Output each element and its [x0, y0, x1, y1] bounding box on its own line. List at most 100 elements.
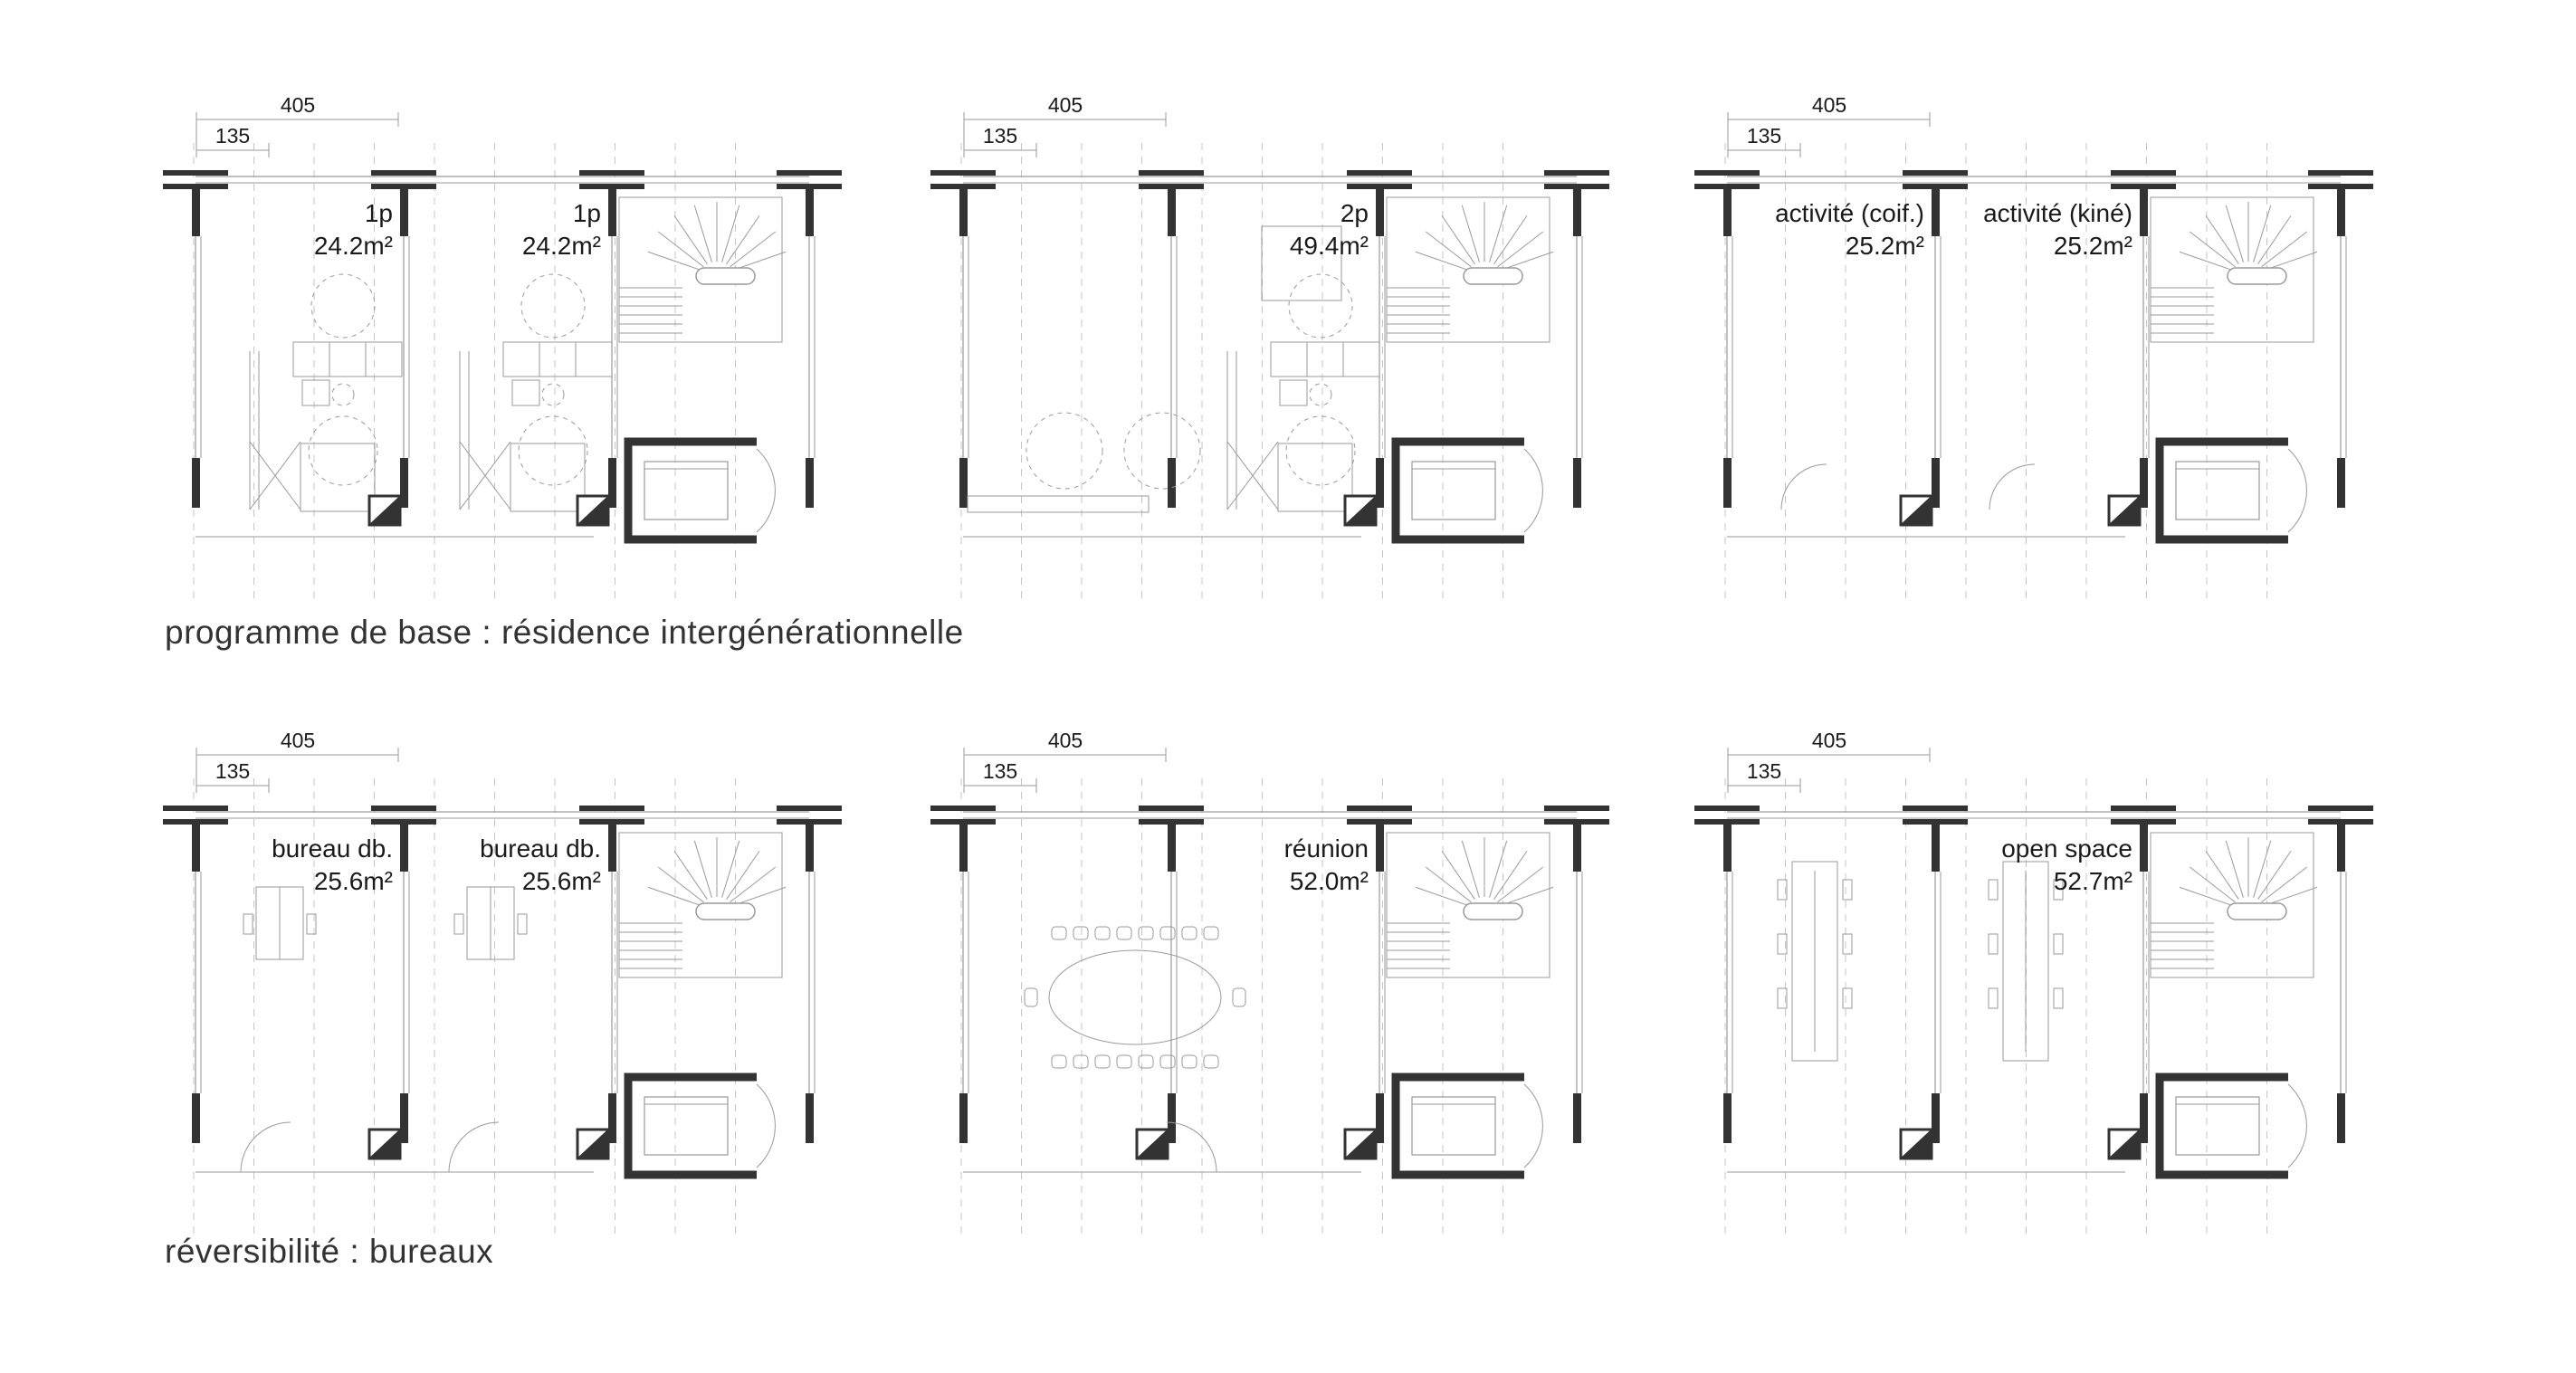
lift-cabin: [2175, 1096, 2260, 1156]
sink: [1279, 379, 1308, 406]
chair: [2053, 933, 2064, 955]
washbasin: [1309, 383, 1332, 406]
column-stub: [2140, 825, 2148, 872]
bed: [1261, 225, 1342, 301]
lift-core: [624, 1073, 776, 1179]
pier-cap: [371, 170, 436, 176]
stair-tread: [2189, 866, 2236, 903]
turning-circle: [1285, 415, 1356, 486]
stair-tread: [2225, 840, 2244, 898]
shaft-triangle: [1137, 1130, 1167, 1158]
pier-cap: [930, 170, 996, 176]
dimension-total: 405: [281, 729, 315, 752]
chair: [1073, 1054, 1089, 1069]
pier-cap: [163, 170, 228, 176]
staircase: [1386, 196, 1554, 343]
stair-tread: [2205, 850, 2239, 900]
staircase: [1386, 832, 1554, 978]
chair: [1073, 926, 1089, 940]
chair: [1024, 987, 1038, 1007]
lift-door-swing: [1523, 448, 1543, 533]
pier-cap: [1544, 170, 1609, 176]
pier-cap: [1139, 819, 1204, 825]
pier-cap: [1347, 184, 1412, 189]
chair: [1051, 926, 1067, 940]
column-stub: [806, 825, 814, 872]
service-shaft: [367, 494, 402, 527]
room-area: 24.2m²: [314, 232, 393, 260]
pier-cap: [1694, 170, 1760, 176]
dimension-partial: 135: [215, 759, 250, 783]
pier-cap: [1347, 170, 1412, 176]
lift-core-wall: [2155, 437, 2288, 544]
stair-tread: [2253, 205, 2272, 262]
lift-core: [1391, 437, 1543, 544]
lift-core: [1391, 1073, 1543, 1179]
lift-core-wall: [1391, 437, 1524, 544]
pier-cap: [2308, 819, 2373, 825]
stair-outline: [618, 196, 783, 343]
stair-tread: [647, 886, 702, 907]
door-swing: [240, 1121, 291, 1173]
chair: [1988, 987, 1999, 1009]
stair-tread: [2189, 231, 2236, 268]
column-stub: [400, 189, 408, 236]
chair: [1094, 926, 1111, 940]
pier-cap: [2308, 806, 2373, 811]
stair-tread: [1425, 866, 1472, 903]
pier-cap: [1139, 806, 1204, 811]
lift-door-swing: [2287, 448, 2307, 533]
pier-cap: [371, 806, 436, 811]
column-stub: [400, 825, 408, 872]
pier-cap: [930, 806, 996, 811]
pier-cap: [1544, 819, 1609, 825]
pier-cap: [2308, 184, 2373, 189]
column-stub: [1168, 825, 1176, 872]
lift-door-swing: [756, 1083, 776, 1168]
chair: [1842, 879, 1853, 901]
room-area: 24.2m²: [522, 232, 601, 260]
stair-tread: [1489, 205, 1508, 262]
pier-cap: [579, 184, 644, 189]
service-shaft: [1135, 1128, 1169, 1160]
section-heading-reversibility: réversibilité : bureaux: [165, 1233, 494, 1270]
lift-cabin: [644, 1096, 729, 1156]
lift-core: [2155, 437, 2307, 544]
pier-cap: [1903, 170, 1968, 176]
column-foot: [1376, 458, 1384, 508]
room-name: activité (kiné): [1983, 199, 2132, 227]
washbasin: [331, 383, 355, 406]
dimension-partial: 135: [1747, 124, 1781, 148]
stair-tread: [693, 205, 712, 262]
service-shaft: [2107, 1128, 2142, 1160]
column-foot: [608, 1093, 616, 1143]
column-foot: [1723, 458, 1732, 508]
stair-tread: [2261, 231, 2308, 268]
stair-handrail: [2227, 267, 2287, 285]
chair: [1203, 926, 1219, 940]
stair-tread: [730, 866, 777, 903]
pier-cap: [1694, 184, 1760, 189]
kitchenette-counter: [1270, 341, 1380, 377]
chair: [2053, 879, 2064, 901]
stair-tread: [2253, 840, 2272, 898]
door-swing: [1989, 463, 2036, 510]
column-stub: [192, 189, 200, 236]
shaft-triangle: [2109, 496, 2139, 524]
turning-circle: [518, 415, 588, 486]
lift-cabin: [644, 461, 729, 520]
stair-tread: [721, 840, 740, 898]
column-stub: [2337, 825, 2345, 872]
chair: [1181, 1054, 1197, 1069]
column-foot: [400, 1093, 408, 1143]
stair-outline: [618, 832, 783, 978]
shaft-triangle: [577, 496, 607, 524]
chair: [1232, 987, 1246, 1007]
column-foot: [1723, 1093, 1732, 1143]
chair: [1116, 926, 1132, 940]
room-area: 25.6m²: [522, 867, 601, 895]
